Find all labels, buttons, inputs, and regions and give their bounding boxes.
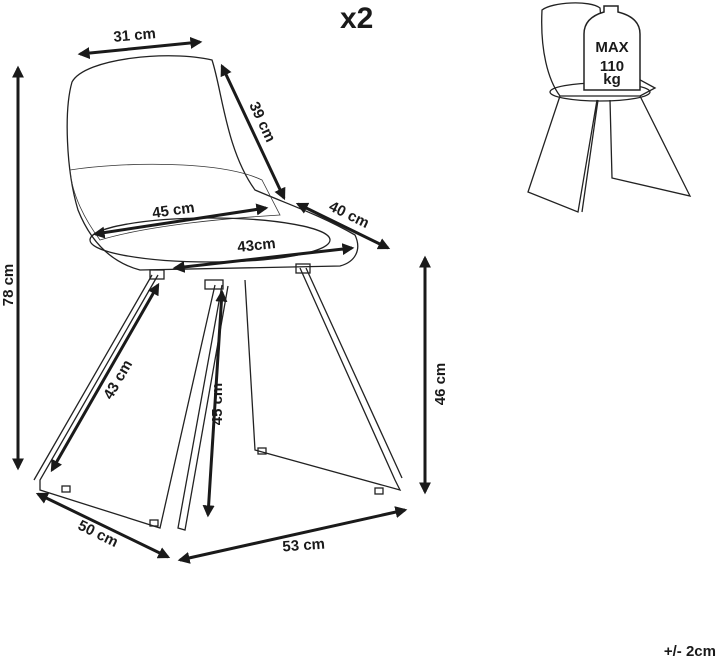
label-seat-height-front: 45 cm [209, 383, 226, 426]
dim-line-seat-height-front [202, 289, 228, 518]
max-load-unit: kg [603, 71, 621, 88]
weight-icon [583, 5, 641, 91]
dim-line-back-height [220, 63, 286, 201]
label-seat-height: 46 cm [432, 363, 449, 406]
chair-drawing [33, 55, 403, 531]
max-load-label: MAX [595, 39, 628, 56]
label-back-width: 31 cm [113, 25, 157, 46]
label-leg-depth: 43 cm [100, 357, 136, 402]
label-seat-width: 45 cm [151, 199, 195, 222]
dim-line-seat-front-width [172, 243, 355, 273]
label-base-width: 53 cm [282, 536, 326, 556]
dim-line-leg-depth [50, 282, 160, 473]
dimension-lines [11, 36, 431, 564]
label-seat-depth: 40 cm [326, 198, 372, 232]
max-load-value: 110 [600, 58, 624, 75]
max-load-illustration: MAX 110 kg [527, 2, 692, 213]
dim-line-seat-width [92, 203, 269, 239]
dim-line-seat-depth [295, 202, 391, 250]
quantity-label: x2 [340, 2, 373, 35]
tolerance-label: +/- 2cm [664, 643, 716, 660]
label-seat-front-width: 43cm [237, 235, 277, 256]
label-back-height: 39 cm [245, 99, 278, 145]
chair-back-shell [66, 55, 359, 271]
dim-line-back-width [77, 36, 203, 60]
dim-line-base-width [177, 506, 408, 564]
dim-line-base-depth [35, 492, 171, 559]
label-total-height: 78 cm [0, 264, 17, 307]
